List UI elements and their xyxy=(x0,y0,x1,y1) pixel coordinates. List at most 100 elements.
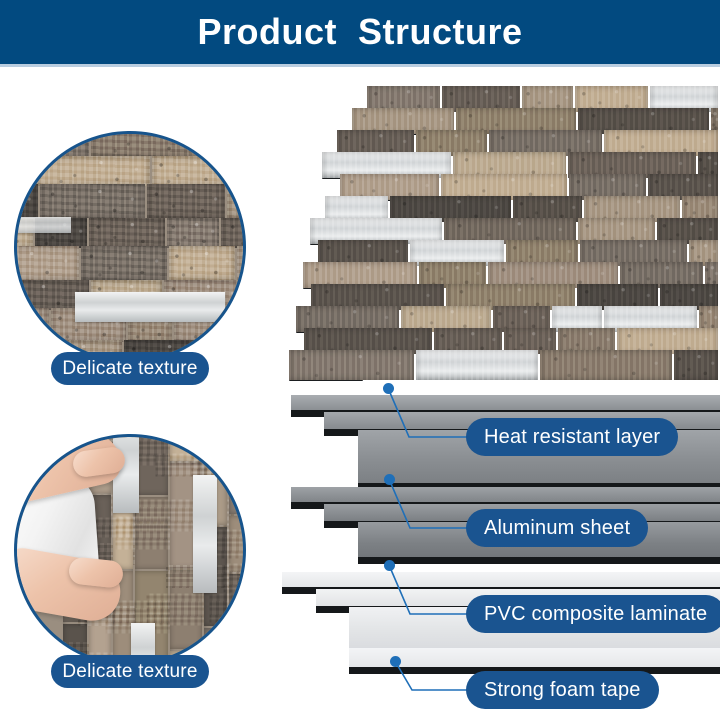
metallic-accent-strip xyxy=(17,217,71,233)
decor-wood-plank xyxy=(446,284,575,310)
decor-wood-plank xyxy=(434,328,502,354)
wood-plank-vertical xyxy=(191,437,243,663)
decor-wood-plank xyxy=(577,284,658,310)
leader-heat xyxy=(387,387,470,438)
decor-wood-plank xyxy=(296,306,399,332)
decor-metallic-plank xyxy=(310,218,442,244)
metallic-accent-strip xyxy=(193,475,217,593)
decor-plank-row xyxy=(318,240,720,267)
wood-plank-segment xyxy=(229,644,243,663)
callout-top-label: Delicate texture xyxy=(51,352,209,385)
wood-plank-segment xyxy=(51,615,149,663)
decor-metallic-plank xyxy=(650,86,718,112)
decor-wood-plank xyxy=(303,262,417,288)
decor-wood-plank xyxy=(558,328,615,354)
wood-plank xyxy=(81,246,167,280)
decor-wood-plank xyxy=(506,240,578,266)
page-header: Product Structure xyxy=(0,0,720,64)
decor-wood-plank xyxy=(689,240,718,266)
decor-plank-row xyxy=(325,196,720,223)
callout-top-circle xyxy=(14,131,246,363)
wood-plank xyxy=(167,218,219,248)
wood-row xyxy=(17,156,243,186)
decor-wood-plank xyxy=(340,174,439,200)
wood-plank-vertical xyxy=(105,437,198,663)
plank-edge xyxy=(318,262,392,267)
leader-foam xyxy=(394,660,470,691)
decor-wood-plank xyxy=(584,196,680,222)
decor-wood-plank xyxy=(578,108,709,134)
leader-pvc xyxy=(388,564,470,615)
decor-wood-plank xyxy=(493,306,550,332)
decor-plank-row xyxy=(352,108,720,135)
wood-row xyxy=(17,184,243,218)
decor-metallic-plank xyxy=(322,152,451,178)
wood-row xyxy=(17,134,243,156)
decor-wood-plank xyxy=(568,152,696,178)
callout-bottom-label: Delicate texture xyxy=(51,655,209,688)
wood-plank xyxy=(17,308,49,342)
plank-edge xyxy=(289,376,363,381)
wood-plank xyxy=(152,156,228,186)
wood-plank xyxy=(17,246,79,280)
decor-wood-plank xyxy=(489,130,602,156)
decor-wood-plank xyxy=(453,152,566,178)
decor-wood-plank xyxy=(416,130,487,156)
leader-dot-foam xyxy=(390,656,401,667)
plank-edge xyxy=(304,350,378,355)
wood-plank xyxy=(221,218,243,248)
decor-wood-plank xyxy=(289,350,414,380)
decor-metallic-plank xyxy=(410,240,504,266)
decor-wood-plank xyxy=(660,284,718,310)
decor-wood-plank xyxy=(682,196,718,222)
decor-wood-plank xyxy=(337,130,414,156)
decor-wood-plank xyxy=(311,284,444,310)
decor-wood-plank xyxy=(575,86,648,112)
decor-wood-plank xyxy=(442,86,520,112)
decor-plank-row xyxy=(289,350,720,381)
wood-plank xyxy=(91,134,201,156)
wood-plank-segment xyxy=(209,574,243,642)
decor-wood-plank xyxy=(401,306,491,332)
plank-edge xyxy=(322,174,396,179)
decor-plank-row xyxy=(340,174,720,201)
decor-metallic-plank xyxy=(552,306,602,332)
layer-label-heat: Heat resistant layer xyxy=(466,418,679,456)
wood-texture-photo xyxy=(17,134,243,360)
wood-plank xyxy=(17,184,38,218)
decor-wood-plank xyxy=(504,328,556,354)
decor-wood-plank xyxy=(705,262,718,288)
decor-wood-plank xyxy=(699,306,718,332)
wood-plank xyxy=(169,246,235,280)
plank-edge xyxy=(367,108,441,113)
plank-edge xyxy=(352,130,426,135)
decor-wood-plank xyxy=(513,196,582,222)
decor-wood-plank xyxy=(620,262,703,288)
leader-dot-aluminum xyxy=(384,474,395,485)
wood-plank xyxy=(237,246,243,280)
decor-plank-row xyxy=(311,284,720,311)
decor-plank-row xyxy=(310,218,720,245)
leader-dot-pvc xyxy=(384,560,395,571)
decor-wood-plank xyxy=(441,174,567,200)
wood-plank xyxy=(227,184,243,218)
decor-wood-plank xyxy=(419,262,486,288)
callout-top xyxy=(14,131,246,363)
plank-edge xyxy=(310,240,384,245)
wood-plank-segment xyxy=(105,437,198,495)
plank-edge xyxy=(337,152,411,157)
wood-plank-segment xyxy=(204,628,227,663)
decor-wood-plank xyxy=(578,218,655,244)
plank-edge xyxy=(303,284,377,289)
decor-plank-row xyxy=(322,152,720,179)
decor-wood-plank xyxy=(711,108,718,134)
wood-row xyxy=(17,246,243,280)
wood-plank xyxy=(147,184,225,218)
plank-edge xyxy=(311,306,385,311)
peel-and-stick-photo xyxy=(17,437,243,663)
wood-plank xyxy=(206,340,243,360)
decor-wood-plank xyxy=(648,174,718,200)
wood-plank-segment xyxy=(191,437,243,514)
wood-plank xyxy=(17,156,34,186)
leader-dot-heat xyxy=(383,383,394,394)
